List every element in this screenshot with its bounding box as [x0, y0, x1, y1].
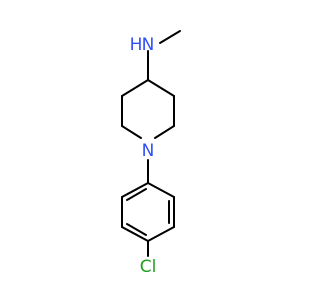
molecule-structure-diagram: H N N Cl — [0, 0, 300, 300]
bond-lines — [121, 30, 181, 257]
amine-nitrogen-label: N — [142, 35, 155, 55]
chlorine-label: Cl — [140, 257, 157, 277]
bond-aromatic-inner-3 — [126, 223, 147, 236]
bond-ar1-ar2 — [121, 182, 149, 198]
bond-ar3-ar4 — [121, 226, 149, 242]
bond-nh-methyl — [159, 30, 181, 44]
bond-c2-n1 — [121, 125, 142, 139]
ring-nitrogen-label: N — [142, 141, 155, 161]
bond-c4-c3 — [121, 79, 149, 97]
bond-c4-c5 — [147, 79, 175, 97]
bond-aromatic-inner-1 — [126, 188, 147, 201]
bond-c6-n1 — [154, 125, 175, 139]
bond-ar1-ar6 — [147, 182, 175, 198]
atom-labels: H N N Cl — [130, 35, 157, 277]
canvas-background — [0, 0, 300, 300]
amine-hydrogen-label: H — [130, 35, 143, 55]
bond-ar5-ar4 — [147, 226, 175, 242]
